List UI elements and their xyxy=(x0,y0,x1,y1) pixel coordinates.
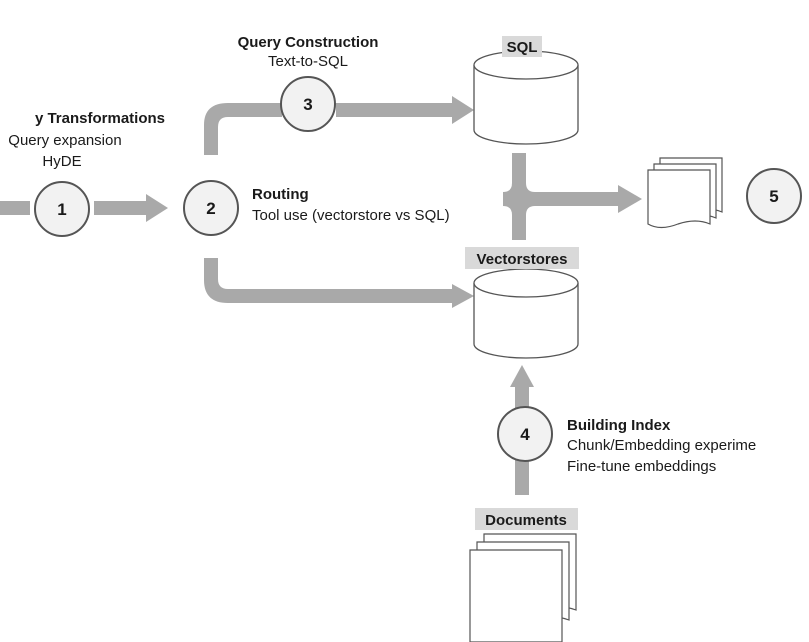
node-4-number: 4 xyxy=(520,425,530,444)
documents-label-background xyxy=(475,508,578,530)
node-3-title: Query Construction xyxy=(238,34,379,51)
node-4-line-2: Fine-tune embeddings xyxy=(567,458,716,475)
documents-label: Documents xyxy=(485,512,567,529)
arrow-node-2-to-vectorstores-head xyxy=(452,284,474,308)
vectorstores-cylinder xyxy=(473,268,579,359)
node-2-line-1: Tool use (vectorstore vs SQL) xyxy=(252,207,450,224)
node-5-badge: 5 xyxy=(746,168,802,224)
node-3-line-1: Text-to-SQL xyxy=(268,53,348,70)
node-4-title: Building Index xyxy=(567,417,671,434)
sql-label-background xyxy=(502,36,542,57)
arrow-node-3-to-sql-head xyxy=(452,96,474,124)
vectorstores-label: Vectorstores xyxy=(477,251,568,268)
arrow-documents-to-node-4 xyxy=(515,460,529,495)
sql-cylinder xyxy=(473,50,579,145)
node-1-number: 1 xyxy=(57,200,66,219)
documents-stack-icon xyxy=(469,533,577,642)
vectorstores-label-background xyxy=(465,247,579,269)
results-document-stack-icon xyxy=(647,157,723,229)
node-2-title: Routing xyxy=(252,186,309,203)
arrow-merge-to-results xyxy=(503,153,620,240)
node-2-number: 2 xyxy=(206,199,215,218)
node-1-line-1: Query expansion xyxy=(8,132,121,149)
arrow-node-2-to-sql xyxy=(204,103,282,155)
arrow-node-1-to-node-2-head xyxy=(146,194,168,222)
node-2-badge: 2 xyxy=(183,180,239,236)
arrow-into-node-1 xyxy=(0,201,30,215)
arrow-node-4-to-vectorstores-head xyxy=(510,365,534,387)
connectors xyxy=(0,96,642,495)
arrow-node-3-to-sql-shaft xyxy=(336,103,454,117)
arrow-node-2-to-vectorstores xyxy=(204,258,452,303)
node-1-line-2: HyDE xyxy=(42,153,81,170)
node-1-title: y Transformations xyxy=(35,110,165,127)
arrow-node-1-to-node-2-shaft xyxy=(94,201,148,215)
node-5-number: 5 xyxy=(769,187,778,206)
node-4-badge: 4 xyxy=(497,406,553,462)
node-3-badge: 3 xyxy=(280,76,336,132)
arrow-merge-to-results-head xyxy=(618,185,642,213)
node-3-number: 3 xyxy=(303,95,312,114)
node-1-badge: 1 xyxy=(34,181,90,237)
arrow-node-4-to-vectorstores-shaft xyxy=(515,385,529,410)
node-4-line-1: Chunk/Embedding experime xyxy=(567,437,756,454)
sql-label: SQL xyxy=(507,39,538,56)
